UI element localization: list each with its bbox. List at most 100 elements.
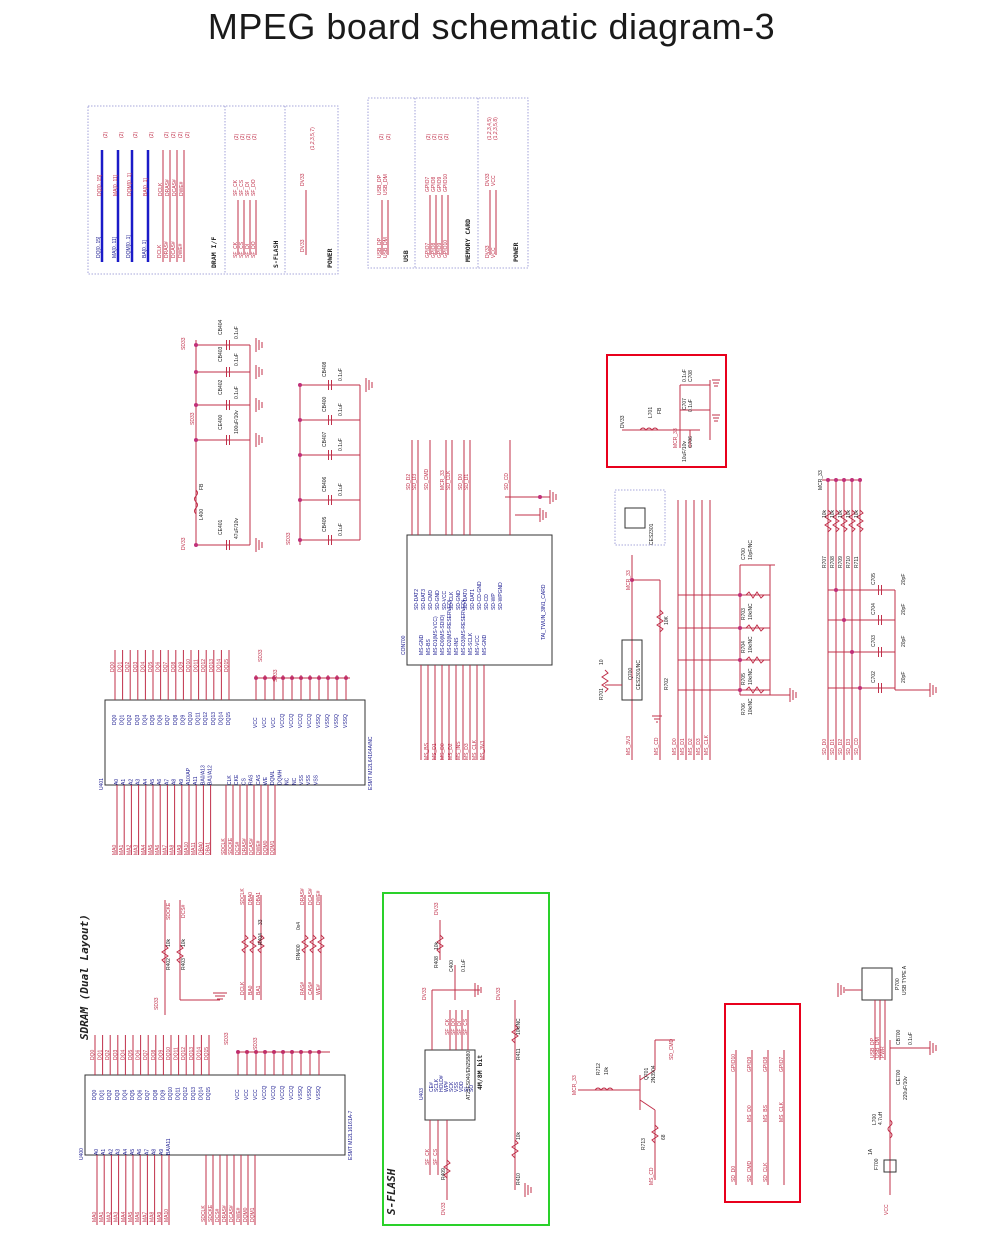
r402-val: 10k (166, 938, 172, 947)
u400-dq-net-12: DQ12 (181, 1047, 187, 1060)
gpio-top-net-2: GPIO8 (763, 1056, 769, 1072)
u400-dq-pin-3: DQ3 (115, 1090, 121, 1101)
rd-right-1: DBA0 (248, 892, 254, 905)
con700-bottom-net-6: MS_CLK (472, 739, 478, 760)
u400-dq-pin-8: DQ8 (153, 1090, 159, 1101)
con700-top-net-6: SD_D1 (464, 474, 470, 490)
u400-dq-net-2: DQ2 (105, 1050, 111, 1061)
hdr-gpio-ref-2: (2) (438, 134, 444, 140)
u401-c-pin-2: CS (241, 777, 247, 785)
l701-fb: FB (657, 407, 663, 414)
con700-top-pin-9: SD-CD-GND (477, 581, 483, 610)
hdr-sf-ref-3: (2) (252, 134, 258, 140)
u401-dq-pin-9: DQ9 (180, 715, 186, 726)
header-dram-frame (87, 105, 339, 275)
u401-dq-net-14: DQ14 (216, 659, 222, 672)
ms-res-val-2: 10k/NC (748, 668, 754, 685)
u401-ma-net-11: MA11 (191, 842, 197, 855)
con700-bottom-net-1: MS_D1 (432, 743, 438, 760)
rn-right-1: DCAS# (308, 888, 314, 905)
q700-r701: R701 (599, 688, 605, 700)
u401-body (104, 699, 366, 786)
sd-pullup-ref-0: R707 (822, 556, 828, 568)
u401-v-pin-1: VCC (262, 717, 268, 728)
u400-ctl-net-5: DWE# (236, 1207, 242, 1222)
gpio-top-net-1: GPIO9 (747, 1056, 753, 1072)
u400-dq-net-8: DQ8 (151, 1050, 157, 1061)
hdr-usb-ref: (2) (379, 134, 385, 140)
u400-dq-pin-12: DQ12 (183, 1087, 189, 1100)
u400-ma-net-3: MA3 (114, 1212, 120, 1223)
l700-ref: L700 (872, 1114, 878, 1125)
misc-sd33: SD33 (154, 997, 160, 1010)
u401-ctl-net-5: DWE# (256, 840, 262, 855)
cb700-val: 0.1uF (908, 1032, 914, 1045)
gpio-bot-net-3: MS_D0 (747, 1105, 753, 1122)
c708-val: 0.1uF (682, 369, 688, 382)
u401-dq-net-11: DQ11 (194, 659, 200, 672)
con700-left-pin-1: MS-BS (426, 639, 432, 656)
con700-top-net-1: SD_D3 (412, 474, 418, 490)
con700-bottom-net-4: MS_INS (456, 741, 462, 760)
hdr-sf-net-3: SF_DO (251, 241, 257, 258)
con700-left-pin-9: MS-GND (482, 634, 488, 655)
u400-a-pin-8: A8 (152, 1149, 158, 1155)
p700-ref: P700 (895, 978, 901, 990)
cap-sd33-dot-2 (194, 403, 198, 407)
hdr-dram-ref-7: (2) (185, 132, 191, 138)
page-title: MPEG board schematic diagram-3 (207, 6, 776, 47)
hdr-sf-net-2: SF_DI (245, 244, 251, 258)
f700-ref: F700 (874, 1158, 880, 1170)
u401-a-pin-6: A6 (157, 779, 163, 785)
u401-v-pin-4: VCCQ (289, 713, 295, 728)
u401-a-pin-4: A4 (143, 779, 149, 785)
u400-a-pin-1: A1 (101, 1149, 107, 1155)
u401-ma-net-0: MA0 (112, 845, 118, 856)
u401-a-pin-13: BA1/A12 (208, 765, 214, 785)
hdr-dram-net-3: BA[0..1] (142, 240, 148, 258)
hdr-usb-ref2: (2) (386, 134, 392, 140)
hdr-dram-net-2: DQM[0..1] (126, 235, 132, 258)
r403-val: 10k (181, 938, 187, 947)
ms-net-1: MS_D1 (680, 738, 686, 755)
u401-dq-pin-14: DQ14 (218, 712, 224, 725)
cap-right-dot-1 (298, 418, 302, 422)
sdcke-net: SDCKE (166, 902, 172, 920)
mcr33-net: MCR_33 (673, 428, 679, 448)
ms-resistor-2 (745, 656, 765, 664)
ms-resistor-1 (745, 624, 765, 632)
u401-dq-pin-15: DQ15 (226, 712, 232, 725)
sd33-net: SD33 (181, 337, 187, 350)
rn-resistor-1 (309, 934, 317, 954)
gpio-bot-net-2: SD_CLK (763, 1162, 769, 1182)
u400-dq-net-10: DQ10 (166, 1047, 172, 1060)
u401-ma-net-9: MA9 (177, 845, 183, 856)
sd-cap-val-0: 20pF (901, 574, 907, 585)
dcs-net: DCS# (181, 904, 187, 918)
u400-a-pin-6: A6 (137, 1149, 143, 1155)
con700-bottom-net-0: MS_BS (424, 742, 430, 760)
u401-a-pin-1: A1 (121, 779, 127, 785)
con700-top-pin-12: SD-WPGND (498, 582, 504, 610)
u403-bot-net-0: SF_CK (425, 1148, 431, 1165)
cap-right-ref-0: CB408 (322, 361, 328, 377)
sf-dv33-r411: DV33 (496, 987, 502, 1000)
u403-size: 4M/8M bit (476, 1055, 484, 1090)
sd-pull-top-dot-4 (858, 478, 862, 482)
ms-net-4: MS_CLK (704, 734, 710, 755)
sf-dv33-2: DV33 (422, 987, 428, 1000)
u401-v-pin-5: VCCQ (298, 713, 304, 728)
u401-dq-net-2: DQ2 (125, 662, 131, 673)
u401-dq-net-7: DQ7 (163, 662, 169, 673)
sd-pullup-resistor-2 (840, 509, 848, 533)
con700-left-pin-2: MS-D1(MS-VCC) (433, 616, 439, 655)
u401-part: ESMT M12L64164A/NC (368, 736, 374, 790)
hdr-sf-ref-1: (2) (240, 134, 246, 140)
u400-v-pin-1: VCC (244, 1089, 250, 1100)
ce700-ref: CE700 (896, 1069, 902, 1085)
u401-ref: U401 (99, 778, 105, 790)
ms-res-dot-2 (738, 658, 742, 662)
rd-left-1: BA0 (248, 985, 254, 995)
hdr-dram-port-0: DQ[0..15] (97, 174, 103, 196)
hdr-sf-port-0: SF_CK (233, 179, 239, 196)
